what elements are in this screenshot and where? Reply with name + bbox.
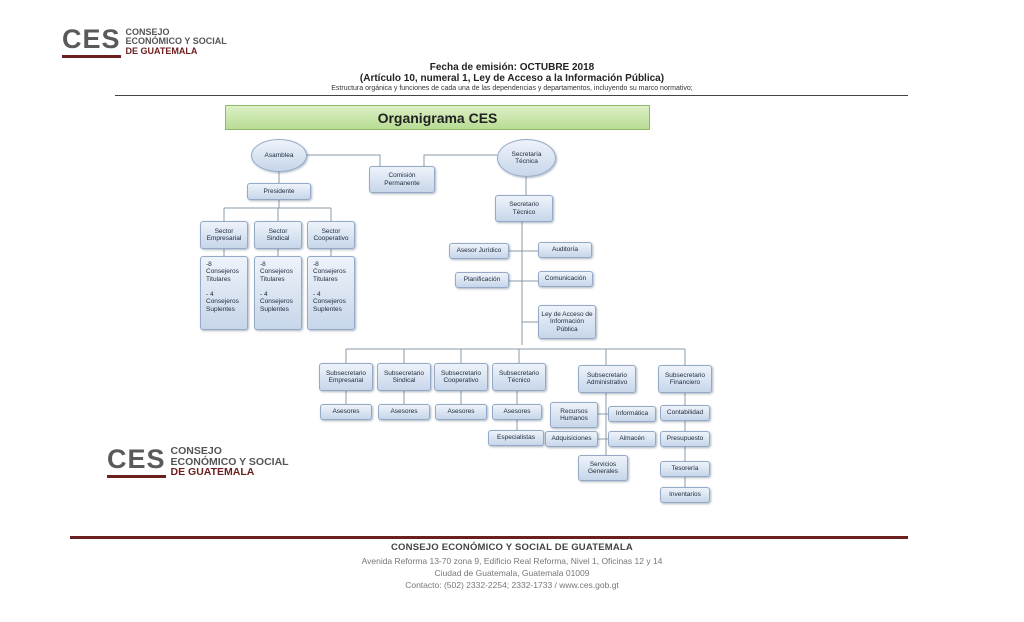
node-subsecretario-empresarial: Subsecretario Empresarial	[319, 363, 373, 391]
node-asesor-juridico: Asesor Jurídico	[449, 243, 509, 259]
ces-logo-chart: CES Consejo Económico y Social de Guatem…	[107, 445, 289, 479]
legal-article: (Artículo 10, numeral 1, Ley de Acceso a…	[359, 73, 665, 84]
org-chart-title: Organigrama CES	[225, 105, 650, 130]
footer-organization-name: CONSEJO ECONÓMICO Y SOCIAL DE GUATEMALA	[391, 542, 633, 553]
node-secretaria-tecnica: Secretaría Técnica	[497, 139, 556, 177]
node-contabilidad: Contabilidad	[660, 405, 710, 421]
node-sector-sindical: Sector Sindical	[254, 221, 302, 249]
header-divider	[115, 95, 908, 96]
node-consejeros-sindical: -8 Consejeros Titulares - 4 Consejeros S…	[254, 256, 302, 330]
node-subsecretario-cooperativo: Subsecretario Cooperativo	[434, 363, 488, 391]
node-comision-permanente: Comisión Permanente	[369, 166, 435, 193]
logo-text: Consejo Económico y Social de Guatemala	[170, 445, 289, 479]
node-comunicacion: Comunicación	[538, 271, 593, 287]
node-asesores-sindical: Asesores	[378, 404, 430, 420]
node-asesores-tecnico: Asesores	[492, 404, 542, 420]
node-adquisiciones: Adquisiciones	[545, 431, 598, 447]
node-consejeros-cooperativo: -8 Consejeros Titulares - 4 Consejeros S…	[307, 256, 355, 330]
footer-city: Ciudad de Guatemala, Guatemala 01009	[434, 568, 590, 578]
node-inventarios: Inventarios	[660, 487, 710, 503]
node-secretario-tecnico: Secretario Técnico	[495, 195, 553, 222]
issue-date: Fecha de emisión: OCTUBRE 2018	[429, 62, 595, 73]
logo-text: Consejo Económico y Social de Guatemala	[125, 27, 227, 56]
node-auditoria: Auditoría	[538, 242, 592, 258]
node-asesores-empresarial: Asesores	[320, 404, 372, 420]
node-servicios-generales: Servicios Generales	[578, 455, 628, 481]
node-subsecretario-financiero: Subsecretario Financiero	[658, 365, 712, 393]
logo-mark: CES	[62, 26, 121, 58]
node-subsecretario-sindical: Subsecretario Sindical	[377, 363, 431, 391]
node-planificacion: Planificación	[455, 272, 509, 288]
node-tesoreria: Tesorería	[660, 461, 710, 477]
node-sector-empresarial: Sector Empresarial	[200, 221, 248, 249]
node-sector-cooperativo: Sector Cooperativo	[307, 221, 355, 249]
node-subsecretario-tecnico: Subsecretario Técnico	[492, 363, 546, 391]
node-recursos-humanos: Recursos Humanos	[550, 402, 598, 428]
logo-mark: CES	[107, 446, 166, 479]
node-presidente: Presidente	[247, 183, 311, 200]
node-asamblea: Asamblea	[251, 139, 307, 172]
node-ley-acceso-informacion: Ley de Acceso de Información Pública	[538, 305, 596, 339]
node-subsecretario-administrativo: Subsecretario Administrativo	[578, 365, 636, 393]
structure-description: Estructura orgánica y funciones de cada …	[331, 85, 693, 92]
node-almacen: Almacén	[608, 431, 656, 447]
footer-contact: Contacto: (502) 2332-2254; 2332-1733 / w…	[405, 580, 619, 590]
footer-address: Avenida Reforma 13-70 zona 9, Edificio R…	[361, 556, 663, 566]
node-consejeros-empresarial: -8 Consejeros Titulares - 4 Consejeros S…	[200, 256, 248, 330]
node-presupuesto: Presupuesto	[660, 431, 710, 447]
node-especialistas: Especialistas	[488, 430, 544, 446]
node-informatica: Informática	[608, 406, 656, 422]
footer-divider	[70, 536, 908, 539]
ces-logo-header: CES Consejo Económico y Social de Guatem…	[62, 26, 227, 58]
node-asesores-cooperativo: Asesores	[435, 404, 487, 420]
